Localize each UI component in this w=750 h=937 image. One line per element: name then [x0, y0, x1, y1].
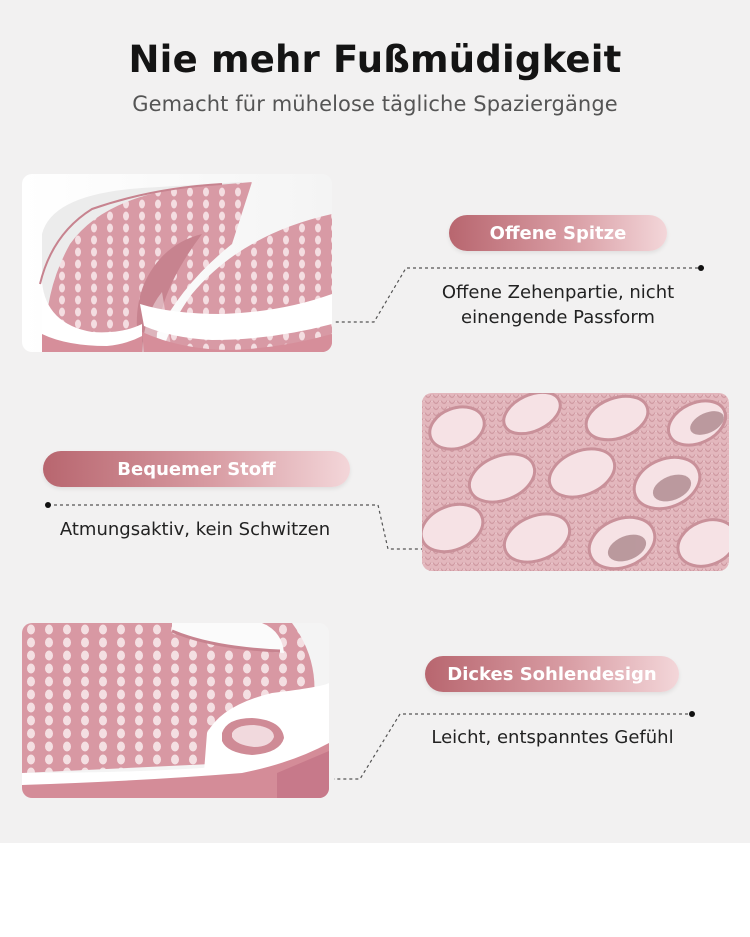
feature-label-text: Offene Spitze: [489, 222, 627, 244]
page-subtitle: Gemacht für mühelose tägliche Spaziergän…: [132, 92, 618, 116]
feature-description: Leicht, entspanntes Gefühl: [400, 725, 705, 750]
feature-label-thick-sole: Dickes Sohlendesign: [425, 656, 679, 692]
feature-label-comfortable-fabric: Bequemer Stoff: [43, 451, 350, 487]
connector-dot: [698, 265, 704, 271]
feature-description: Offene Zehenpartie, nicht einengende Pas…: [410, 280, 706, 330]
connector-line: [334, 267, 704, 323]
connector-line: [334, 713, 694, 780]
fabric-closeup-photo: [422, 393, 729, 571]
feature-description-line: Leicht, entspanntes Gefühl: [431, 727, 674, 748]
feature-label-text: Dickes Sohlendesign: [447, 663, 657, 685]
connector-dot: [689, 711, 695, 717]
feature-description-line: einengende Passform: [461, 307, 655, 328]
feature-label-text: Bequemer Stoff: [117, 458, 276, 480]
feature-description-line: Atmungsaktiv, kein Schwitzen: [59, 519, 331, 540]
connector-dot: [45, 502, 51, 508]
feature-description-line: Offene Zehenpartie, nicht: [441, 282, 675, 303]
connector-line: [48, 504, 422, 550]
shoe-sole-photo: [22, 623, 329, 798]
page-title: Nie mehr Fußmüdigkeit: [128, 38, 622, 81]
feature-label-open-toe: Offene Spitze: [449, 215, 667, 251]
shoe-toe-photo: [22, 174, 332, 352]
feature-description: Atmungsaktiv, kein Schwitzen: [30, 517, 360, 542]
